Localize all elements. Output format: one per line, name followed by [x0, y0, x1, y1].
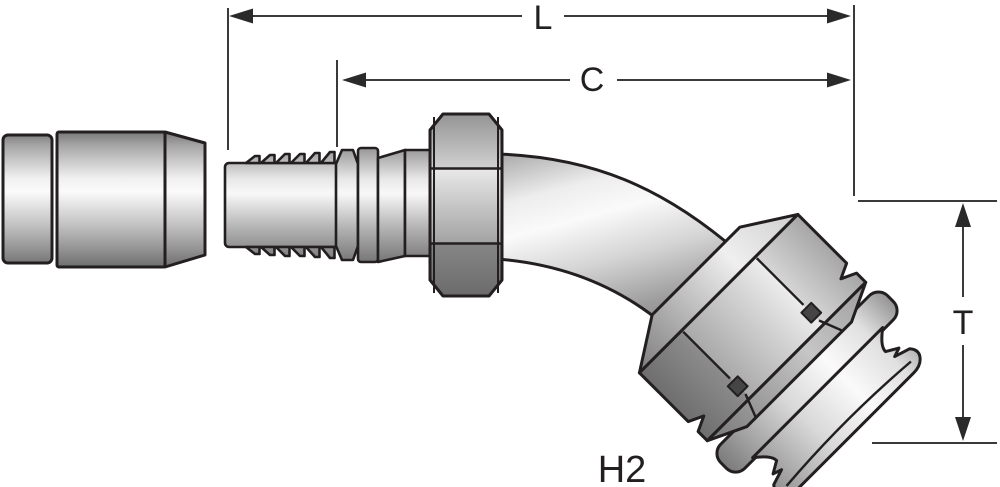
ferrule-cap — [1, 133, 54, 265]
barb-tooth — [289, 245, 306, 258]
barb-tooth — [304, 151, 321, 165]
arrowhead-T-down — [955, 417, 971, 441]
arrowheads — [229, 8, 971, 441]
dimension-layer — [227, 5, 997, 444]
hex-corner-line — [818, 319, 843, 332]
hose-barb — [223, 146, 435, 264]
barb-collar — [356, 146, 380, 264]
ferrule-taper — [163, 130, 207, 269]
barb-tooth — [259, 245, 276, 257]
barb-tooth — [319, 245, 336, 260]
hex-corner-line — [755, 257, 805, 306]
barb-tooth — [319, 150, 336, 165]
barb-tooth — [244, 154, 261, 165]
arrowhead-C-left — [342, 72, 366, 88]
arrowhead-L-right — [827, 8, 851, 24]
hex-nut — [428, 112, 504, 298]
hex-corner-line — [682, 330, 731, 380]
hex-nut-body — [428, 112, 504, 298]
swivel-front-chamfer — [705, 280, 868, 443]
arrowhead-C-right — [827, 72, 851, 88]
swivel-nut-group — [637, 212, 922, 487]
barb-tooth — [304, 245, 321, 259]
ferrule-barrel — [55, 130, 167, 269]
seal-flange — [751, 326, 922, 487]
knurl-diamond — [800, 301, 823, 324]
barb-tooth — [274, 245, 291, 258]
knurl-diamond — [726, 375, 749, 398]
barb-taper — [376, 148, 407, 264]
ferrule — [1, 130, 207, 269]
dim-label-T: T — [953, 304, 974, 342]
flange-end-ring — [785, 360, 912, 487]
barb-tooth — [274, 152, 291, 165]
barb-tooth — [259, 153, 276, 165]
barb-tooth — [289, 152, 306, 165]
dim-label-C: C — [580, 61, 605, 99]
dim-label-L: L — [534, 0, 553, 37]
hex-corner-line — [744, 393, 757, 418]
barb-tooth — [244, 245, 261, 256]
arrowhead-L-left — [229, 8, 253, 24]
barb-ridge — [334, 148, 360, 262]
barb-neck-cylinder — [403, 148, 435, 258]
arrowhead-T-up — [955, 203, 971, 227]
dim-label-H2: H2 — [598, 449, 647, 487]
